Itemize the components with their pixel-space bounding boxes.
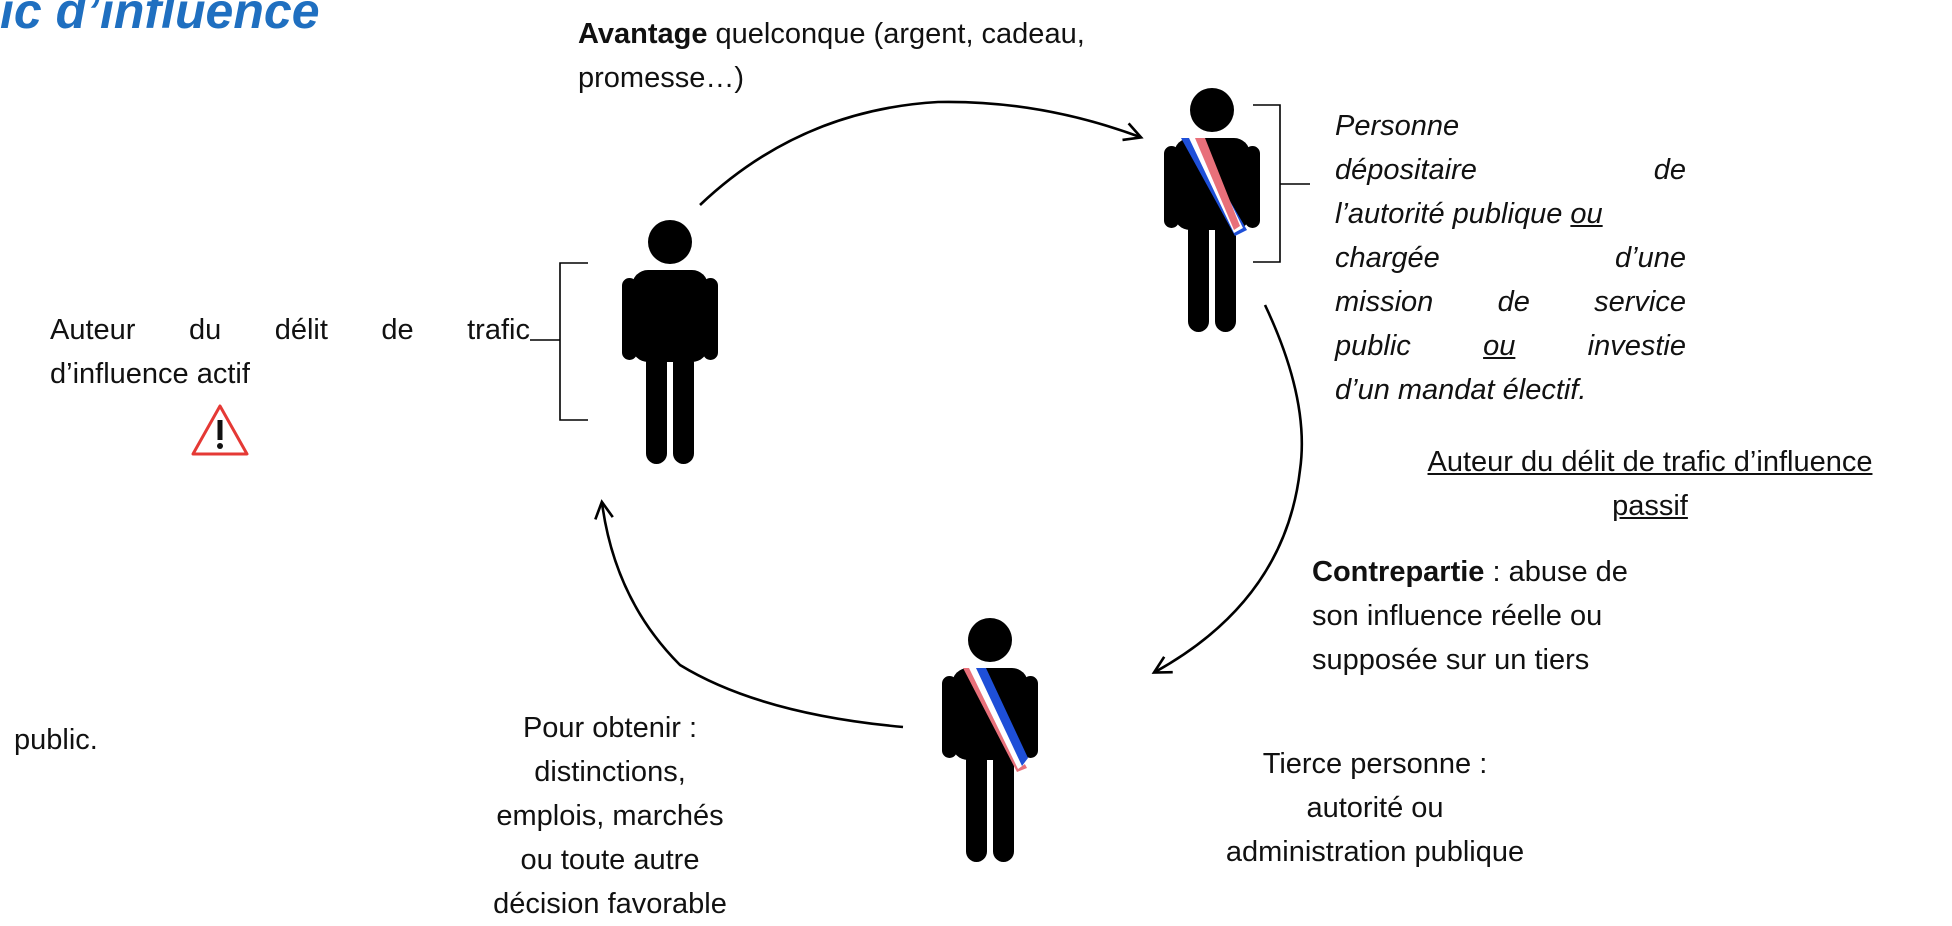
active-author-label: Auteur du délit de trafic d’influence ac…	[50, 314, 530, 390]
public-agent-bracket	[1253, 104, 1310, 263]
counterpart-label: Contrepartie : abuse de son influence ré…	[1312, 556, 1628, 676]
active-author-bracket	[530, 262, 588, 421]
obtain-label: Pour obtenir : distinctions, emplois, ma…	[493, 712, 727, 920]
arrow-advantage	[699, 100, 1144, 206]
active-author-person-icon	[622, 220, 718, 464]
warning-triangle-icon	[191, 404, 249, 456]
advantage-label: Avantage quelconque (argent, cadeau, pro…	[578, 18, 1085, 94]
arrow-obtain	[594, 499, 904, 729]
public-agent-person-icon	[1164, 88, 1260, 332]
page-title: ic d’influence	[0, 0, 320, 39]
passive-author-label: Auteur du délit de trafic d’influence pa…	[1427, 446, 1873, 522]
public-fragment: public.	[14, 724, 98, 756]
third-party-person-icon	[942, 618, 1038, 862]
third-party-label: Tierce personne : autorité ou administra…	[1225, 748, 1525, 868]
arrow-counterpart	[1151, 304, 1304, 674]
